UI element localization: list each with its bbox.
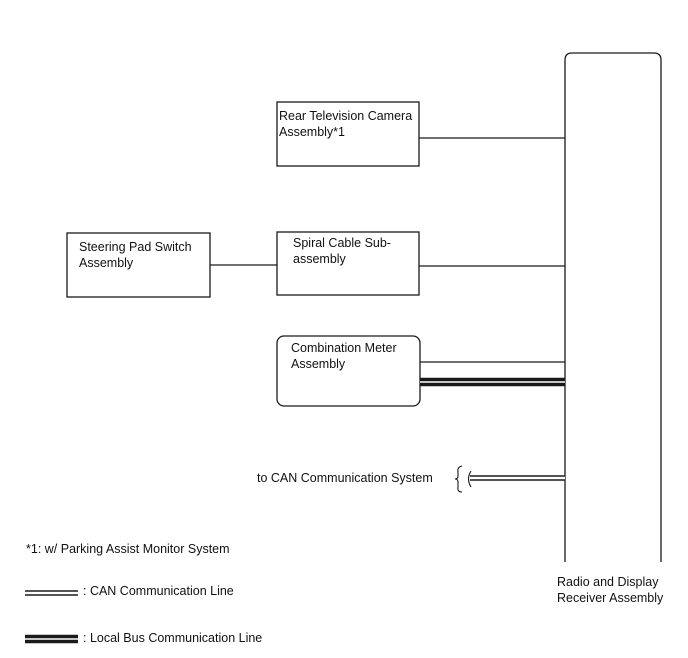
combination-meter-box (276, 335, 421, 407)
spiral-cable-label-line2: assembly (293, 252, 347, 266)
wire-break-icon (454, 465, 472, 493)
steering-pad-label-line1: Steering Pad Switch (79, 240, 192, 254)
can-system-label: to CAN Communication System (257, 471, 433, 485)
combination-meter-label-line2: Assembly (291, 357, 346, 371)
spiral-cable-label-line1: Spiral Cable Sub- (293, 236, 391, 250)
footnote: *1: w/ Parking Assist Monitor System (26, 542, 230, 556)
radio-receiver-label-line2: Receiver Assembly (557, 591, 664, 605)
radio-receiver-label-line1: Radio and Display (557, 575, 659, 589)
rear-camera-label-line2: Assembly*1 (279, 125, 345, 139)
rear-camera-label-line1: Rear Television Camera (279, 109, 412, 123)
spiral-cable-box (276, 231, 420, 296)
steering-pad-label-line2: Assembly (79, 256, 134, 270)
legend-can-label: : CAN Communication Line (83, 584, 234, 598)
legend-local-bus-label: : Local Bus Communication Line (83, 631, 262, 645)
combination-meter-label-line1: Combination Meter (291, 341, 397, 355)
radio-receiver-box (564, 52, 662, 562)
steering-pad-box (66, 232, 211, 298)
rear-camera-box (276, 101, 420, 167)
